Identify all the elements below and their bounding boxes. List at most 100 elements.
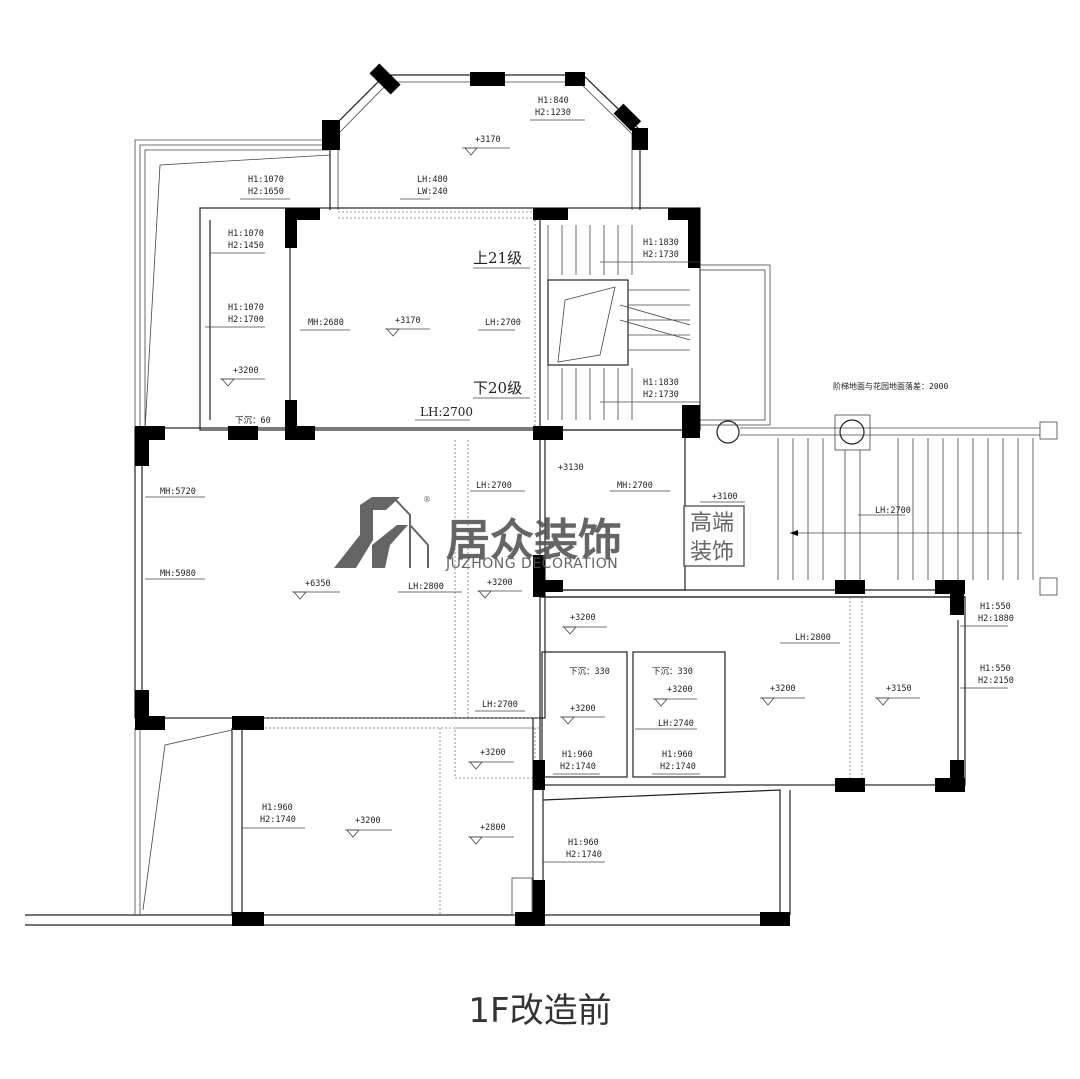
height-label: LH:480 [417,175,448,185]
height-label: MH:5720 [160,487,196,497]
svg-text:H1:960: H1:960 [562,750,593,760]
elevation-marker: +2800 [468,823,514,845]
elevation-marker: +3200 [220,366,265,387]
svg-text:H2:1730: H2:1730 [643,390,679,400]
svg-text:+3170: +3170 [475,135,501,145]
svg-text:H2:1700: H2:1700 [228,315,264,325]
elevation-marker: +3200 [560,704,605,725]
svg-text:H2:1650: H2:1650 [248,187,284,197]
sunken-label: 下沉：330 [569,667,610,677]
watermark-tag-1: 高端 [690,511,734,536]
svg-text:H1:550: H1:550 [980,602,1011,612]
height-label: LH:2700 [482,700,518,710]
stairs-down-label: 下20级 [473,379,522,397]
svg-text:H2:1740: H2:1740 [560,762,596,772]
elevation-marker: +3200 [653,685,697,707]
svg-text:+3170: +3170 [395,316,421,326]
logo-house-icon [334,497,400,568]
elevation-marker: +3100 [700,492,745,503]
walls [135,63,965,926]
svg-text:H1:550: H1:550 [980,664,1011,674]
svg-text:+3200: +3200 [355,816,381,826]
svg-text:+3200: +3200 [487,578,513,588]
height-label: LH:2700 [420,405,473,419]
svg-text:+3200: +3200 [570,704,596,714]
svg-text:+3200: +3200 [770,684,796,694]
elevation-marker: +6350 [292,579,340,600]
level-difference-note: 阶梯地面与花园地面落差：2000 [833,381,948,391]
garden-stair [699,264,1058,596]
svg-text:+3200: +3200 [480,748,506,758]
elevation-markers: +3170 +3170 +3200 +6350 +3200 +3130 +310… [220,135,920,845]
svg-text:+3100: +3100 [712,492,738,502]
svg-text:H2:1730: H2:1730 [643,250,679,260]
svg-text:H1:840: H1:840 [538,96,569,106]
height-label: LH:2700 [875,506,911,516]
svg-text:+3200: +3200 [570,613,596,623]
sunken-label: 下沉：60 [235,416,271,426]
stairs-up-label: 上21级 [473,249,522,267]
watermark-brand-en: JUZHONG DECORATION [445,556,618,572]
svg-text:H2:1740: H2:1740 [660,762,696,772]
svg-text:H2:1230: H2:1230 [535,108,571,118]
height-label: MH:2700 [617,481,653,491]
watermark-logo: ® 居众装饰 JUZHONG DECORATION 高端 装饰 [334,495,745,572]
svg-text:+3200: +3200 [667,685,693,695]
svg-text:H1:1070: H1:1070 [228,303,264,313]
svg-text:H1:960: H1:960 [262,803,293,813]
elevation-marker: +3200 [345,816,392,838]
svg-text:+3150: +3150 [886,684,912,694]
svg-text:H1:1830: H1:1830 [643,378,679,388]
elevation-marker: +3200 [760,684,805,706]
watermark-tag-2: 装饰 [690,540,734,565]
height-label: MH:2680 [308,318,344,328]
elevation-marker: +3200 [468,748,514,770]
elevation-marker: +3150 [875,684,920,706]
elevation-marker: +3130 [558,463,584,473]
height-label: LH:2740 [658,719,694,729]
svg-text:H1:1830: H1:1830 [643,238,679,248]
plan-caption: 1F改造前 [468,991,611,1031]
height-label: MH:5980 [160,569,196,579]
svg-text:+6350: +6350 [305,579,331,589]
svg-text:+3200: +3200 [233,366,259,376]
svg-text:+3130: +3130 [558,463,584,473]
svg-text:+2800: +2800 [480,823,506,833]
svg-text:H1:960: H1:960 [568,838,599,848]
plan-lines [25,74,1058,926]
watermark-brand-cn: 居众装饰 [446,515,622,566]
sunken-label: 下沉：330 [652,667,693,677]
svg-text:H1:960: H1:960 [662,750,693,760]
elevation-marker: +3170 [385,316,430,337]
height-label: LH:2700 [476,481,512,491]
staircase [547,225,691,420]
svg-text:H2:1450: H2:1450 [228,241,264,251]
height-label: LH:2700 [485,318,521,328]
registered-mark: ® [423,495,431,504]
height-label: LW:240 [417,187,448,197]
height-label: LH:2800 [795,633,831,643]
svg-text:H2:1740: H2:1740 [260,815,296,825]
elevation-marker: +3200 [477,578,522,599]
elevation-marker: +3200 [562,613,607,635]
svg-text:H1:1070: H1:1070 [248,175,284,185]
svg-text:H2:2150: H2:2150 [978,676,1014,686]
elevation-marker: +3170 [462,135,510,156]
height-label: LH:2800 [408,582,444,592]
svg-text:H2:1740: H2:1740 [566,850,602,860]
ceiling-heights: LH:480 LW:240 MH:2680 LH:2700 LH:2700 MH… [145,175,911,730]
